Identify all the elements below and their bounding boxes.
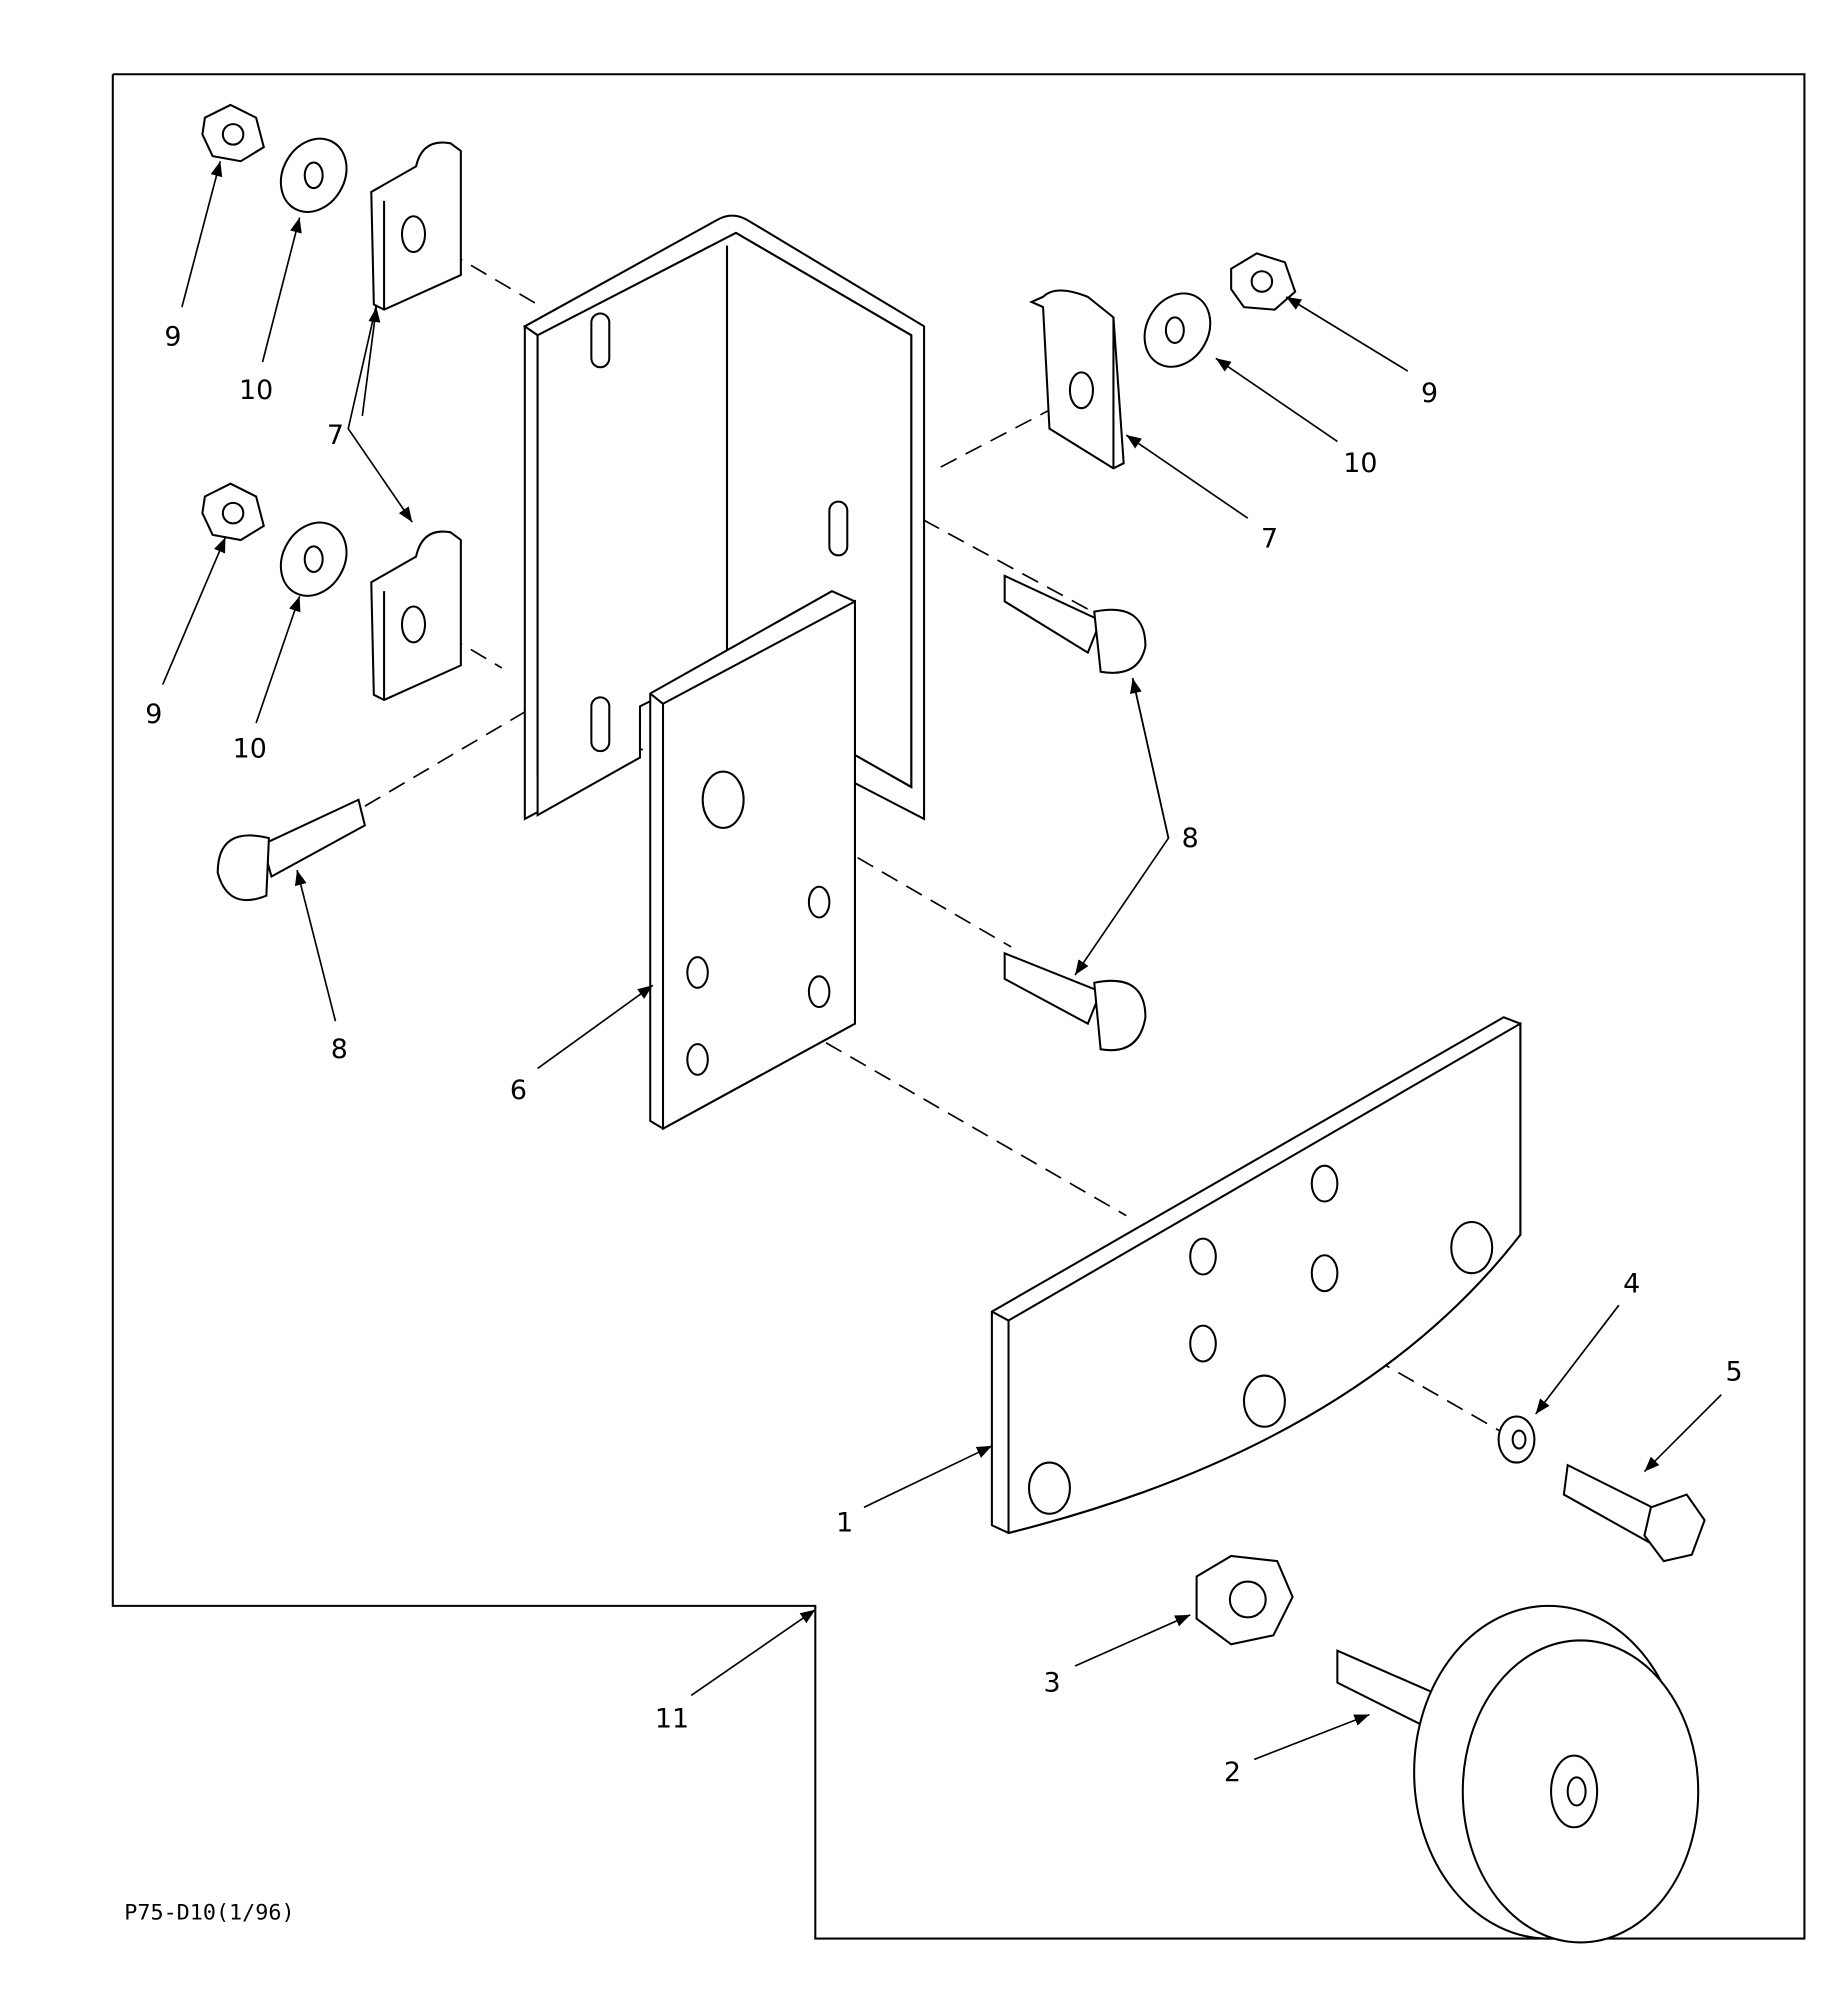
channel-bracket [522,214,926,821]
callout-6: 6 [510,1075,527,1106]
callout-5: 5 [1725,1357,1742,1388]
callout-9-top-left: 9 [164,321,181,352]
callout-10-top-left: 10 [239,375,273,406]
callout-11: 11 [655,1703,689,1734]
callout-2: 2 [1224,1757,1241,1788]
roller [1336,1604,1700,1944]
callout-8-right: 8 [1182,823,1199,854]
callout-4: 4 [1623,1268,1640,1299]
callout-8-left: 8 [331,1034,348,1065]
clip-right [1029,289,1125,470]
callout-10-right: 10 [1343,448,1377,479]
callout-10-mid-left: 10 [233,734,267,765]
carriage-bolt-left [216,798,367,902]
callout-7-left: 7 [327,420,344,451]
callout-1: 1 [836,1508,853,1539]
frame-outline [111,73,1806,1940]
callout-leaders [161,161,1722,1761]
callout-9-right: 9 [1421,378,1438,409]
hex-nut [1195,1554,1294,1646]
lock-washer [1497,1415,1536,1464]
washer-mid-left [279,521,348,597]
nut-top-left [201,103,265,163]
washer-right [1143,292,1212,368]
spacer-plate [649,590,856,1131]
nut-right [1230,252,1297,311]
drawing-code: P75-D10(1/96) [124,1900,294,1925]
washer-top-left [279,137,348,213]
carriage-bolt-lower-right [1003,951,1147,1052]
nut-mid-left [201,482,265,542]
clip-left-bottom [370,530,462,702]
hex-bolt [1562,1463,1706,1563]
carriage-bolt-upper-right [1003,574,1147,674]
callout-3: 3 [1043,1668,1060,1699]
callout-7-right: 7 [1261,524,1278,555]
clip-left-top [370,141,462,311]
callout-9-mid-left: 9 [145,699,162,730]
mount-plate [990,1016,1522,1535]
